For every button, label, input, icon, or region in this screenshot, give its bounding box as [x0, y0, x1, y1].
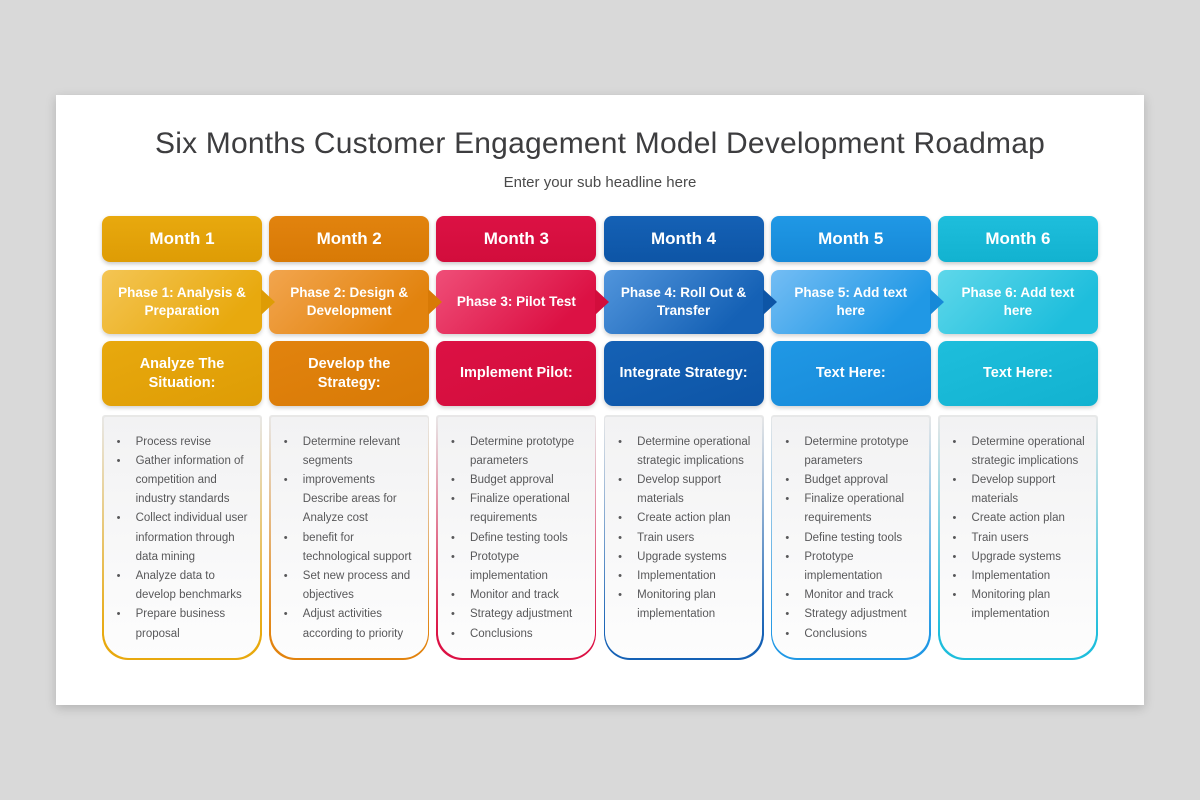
task-item: Collect individual user information thro…	[110, 509, 255, 567]
arrow-right-icon	[929, 289, 944, 315]
task-card-body: Determine operational strategic implicat…	[939, 416, 1097, 659]
task-item: Monitor and track	[778, 586, 923, 605]
month-column-3: Month 3 Phase 3: Pilot Test Implement Pi…	[436, 216, 610, 660]
task-list: Determine operational strategic implicat…	[946, 433, 1091, 625]
task-card: Process reviseGather information of comp…	[102, 415, 262, 660]
phase-label: Phase 4: Roll Out & Transfer	[620, 285, 747, 318]
page-title: Six Months Customer Engagement Model Dev…	[155, 127, 1045, 160]
task-item: Prototype implementation	[444, 548, 589, 586]
month-header: Month 1	[102, 216, 262, 262]
roadmap-grid: Month 1 Phase 1: Analysis & Preparation …	[102, 216, 1098, 660]
task-item: Monitoring plan implementation	[611, 586, 756, 624]
phase-banner: Phase 3: Pilot Test	[436, 270, 610, 334]
phase-banner: Phase 5: Add text here	[770, 270, 944, 334]
task-list: Determine operational strategic implicat…	[611, 433, 756, 625]
task-item: Upgrade systems	[611, 548, 756, 567]
task-item: Define testing tools	[444, 529, 589, 548]
task-item: Conclusions	[444, 625, 589, 644]
task-item: Strategy adjustment	[444, 605, 589, 624]
month-header: Month 3	[436, 216, 597, 262]
task-item: Implementation	[611, 567, 756, 586]
phase-banner: Phase 2: Design & Development	[269, 270, 443, 334]
task-item: Create action plan	[611, 509, 756, 528]
task-item: Develop support materials	[946, 471, 1091, 509]
task-item: Set new process and objectives	[277, 567, 422, 605]
task-item: Determine relevant segments	[277, 433, 422, 471]
arrow-right-icon	[428, 289, 443, 315]
month-column-6: Month 6 Phase 6: Add text here Text Here…	[937, 216, 1098, 660]
task-item: Monitor and track	[444, 586, 589, 605]
task-card: Determine operational strategic implicat…	[603, 415, 764, 660]
column-subheader: Integrate Strategy:	[603, 341, 764, 406]
phase-banner: Phase 1: Analysis & Preparation	[102, 270, 275, 334]
task-item: Process revise	[110, 433, 255, 452]
column-subheader: Text Here:	[770, 341, 931, 406]
task-item: Monitoring plan implementation	[946, 586, 1091, 624]
phase-banner: Phase 6: Add text here	[937, 270, 1098, 334]
slide-canvas: Six Months Customer Engagement Model Dev…	[56, 95, 1144, 705]
task-item: Upgrade systems	[946, 548, 1091, 567]
task-item: Train users	[611, 529, 756, 548]
task-item: Strategy adjustment	[778, 605, 923, 624]
month-column-2: Month 2 Phase 2: Design & Development De…	[269, 216, 443, 660]
month-header: Month 5	[770, 216, 931, 262]
task-item: Train users	[946, 529, 1091, 548]
column-subheader: Implement Pilot:	[436, 341, 597, 406]
task-list: Determine relevant segmentsimprovements …	[277, 433, 422, 644]
task-card: Determine prototype parametersBudget app…	[770, 415, 931, 660]
column-subheader: Text Here:	[937, 341, 1098, 406]
task-item: Finalize operational requirements	[778, 490, 923, 528]
task-item: Prepare business proposal	[110, 605, 255, 643]
task-item: Determine prototype parameters	[778, 433, 923, 471]
task-list: Determine prototype parametersBudget app…	[778, 433, 923, 644]
task-item: Budget approval	[778, 471, 923, 490]
task-item: improvements Describe areas for Analyze …	[277, 471, 422, 529]
month-header: Month 4	[603, 216, 764, 262]
month-column-4: Month 4 Phase 4: Roll Out & Transfer Int…	[603, 216, 777, 660]
task-item: Implementation	[946, 567, 1091, 586]
task-item: Adjust activities according to priority	[277, 605, 422, 643]
task-card: Determine relevant segmentsimprovements …	[269, 415, 430, 660]
task-item: Budget approval	[444, 471, 589, 490]
month-column-1: Month 1 Phase 1: Analysis & Preparation …	[102, 216, 275, 660]
arrow-right-icon	[595, 289, 610, 315]
month-header: Month 2	[269, 216, 430, 262]
phase-label: Phase 5: Add text here	[794, 285, 908, 318]
task-card-body: Process reviseGather information of comp…	[103, 416, 261, 659]
month-column-5: Month 5 Phase 5: Add text here Text Here…	[770, 216, 944, 660]
task-item: Gather information of competition and in…	[110, 452, 255, 510]
phase-label: Phase 1: Analysis & Preparation	[118, 285, 246, 318]
arrow-right-icon	[261, 289, 275, 315]
task-list: Process reviseGather information of comp…	[110, 433, 255, 644]
column-subheader: Develop the Strategy:	[269, 341, 430, 406]
page-subtitle: Enter your sub headline here	[503, 174, 697, 191]
phase-label: Phase 2: Design & Development	[290, 285, 409, 318]
task-card-body: Determine prototype parametersBudget app…	[772, 416, 930, 659]
task-item: Determine prototype parameters	[444, 433, 589, 471]
phase-label: Phase 3: Pilot Test	[456, 294, 576, 309]
task-item: Prototype implementation	[778, 548, 923, 586]
task-card-body: Determine prototype parametersBudget app…	[437, 416, 595, 659]
task-list: Determine prototype parametersBudget app…	[444, 433, 589, 644]
phase-banner: Phase 4: Roll Out & Transfer	[603, 270, 777, 334]
task-item: Conclusions	[778, 625, 923, 644]
task-card: Determine prototype parametersBudget app…	[436, 415, 597, 660]
column-subheader: Analyze The Situation:	[102, 341, 262, 406]
task-card-body: Determine relevant segmentsimprovements …	[270, 416, 428, 659]
task-item: Determine operational strategic implicat…	[611, 433, 756, 471]
task-item: Develop support materials	[611, 471, 756, 509]
task-card-body: Determine operational strategic implicat…	[605, 416, 762, 659]
task-card: Determine operational strategic implicat…	[937, 415, 1098, 660]
task-item: Finalize operational requirements	[444, 490, 589, 528]
task-item: Create action plan	[946, 509, 1091, 528]
phase-label: Phase 6: Add text here	[961, 285, 1075, 318]
task-item: benefit for technological support	[277, 529, 422, 567]
arrow-right-icon	[762, 289, 777, 315]
task-item: Define testing tools	[778, 529, 923, 548]
task-item: Analyze data to develop benchmarks	[110, 567, 255, 605]
task-item: Determine operational strategic implicat…	[946, 433, 1091, 471]
month-header: Month 6	[937, 216, 1098, 262]
